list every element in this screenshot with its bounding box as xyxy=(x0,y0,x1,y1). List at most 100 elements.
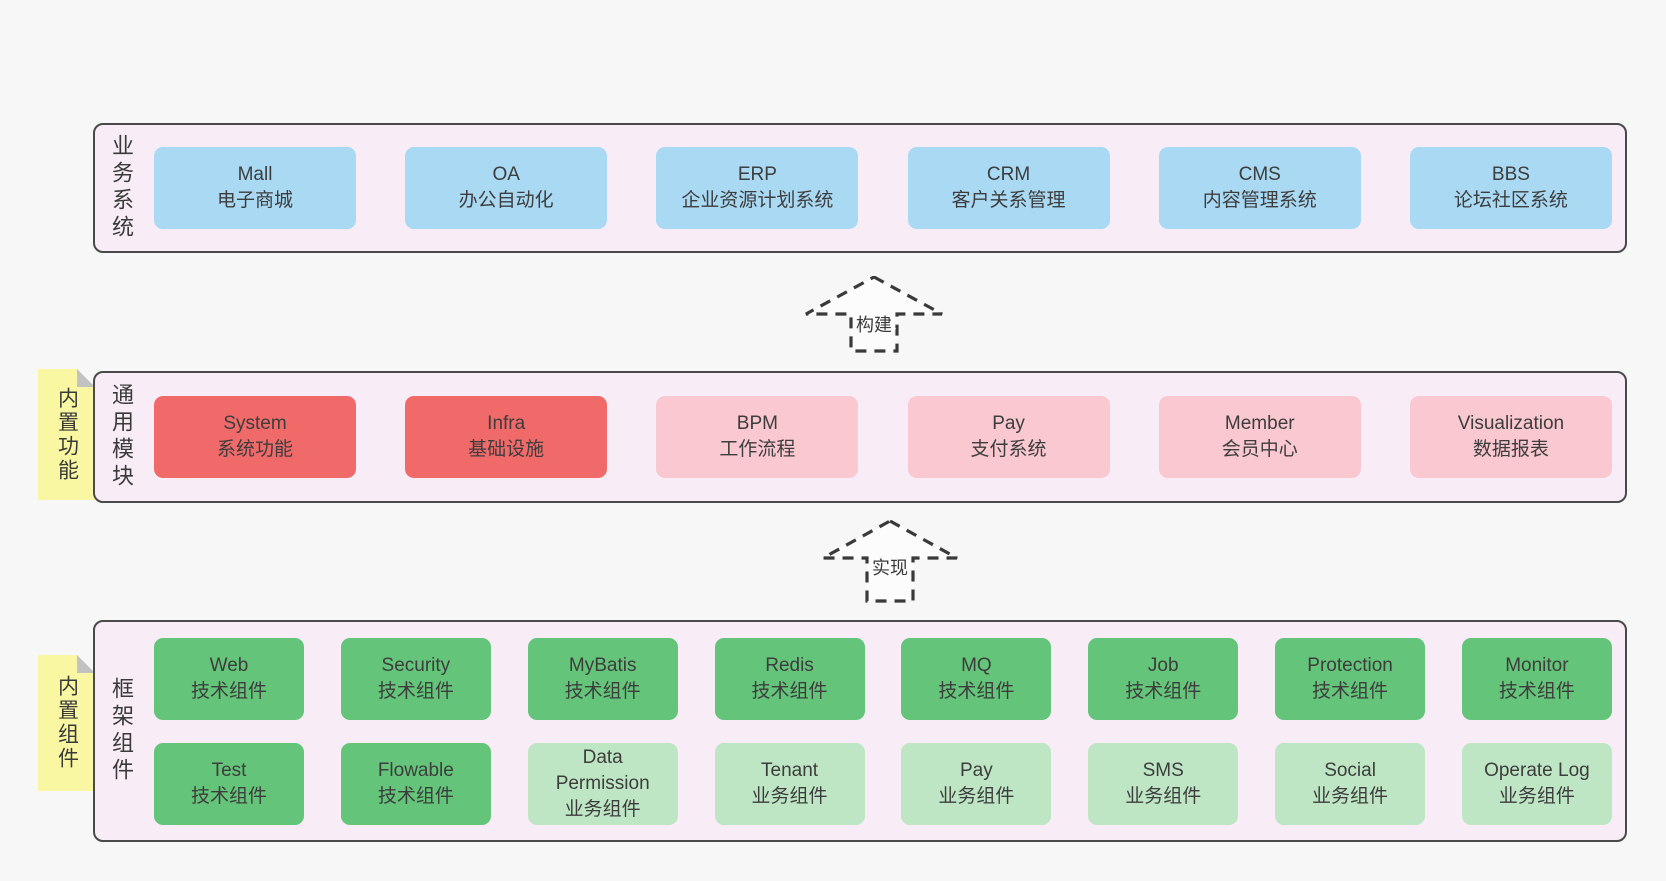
arrow-build: 构建 xyxy=(805,275,943,358)
band-label-business: 业务系统 xyxy=(95,125,147,251)
biz-components-row: Test 技术组件 Flowable 技术组件 Data Permission … xyxy=(154,742,1612,825)
arrow-label: 构建 xyxy=(856,315,892,335)
box-title: Monitor xyxy=(1505,654,1569,676)
box-title: Web xyxy=(209,654,249,676)
folded-corner-icon xyxy=(77,655,95,673)
box-sms: SMS 业务组件 xyxy=(1088,742,1239,825)
box-job: Job 技术组件 xyxy=(1088,637,1239,720)
box-title: BBS xyxy=(1491,164,1530,185)
box-subtitle: 技术组件 xyxy=(1312,680,1389,702)
band-label-text: 框架组件 xyxy=(109,677,134,785)
box-title: CMS xyxy=(1238,164,1281,185)
box-protection: Protection 技术组件 xyxy=(1275,637,1426,720)
box-oa: OA 办公自动化 xyxy=(405,147,608,229)
box-title: Pay xyxy=(992,413,1025,434)
band-label-modules: 通用模块 xyxy=(95,373,147,501)
box-subtitle: 业务组件 xyxy=(751,785,828,807)
box-web: Web 技术组件 xyxy=(154,637,304,720)
box-bpm: BPM 工作流程 xyxy=(656,396,859,478)
box-subtitle: 业务组件 xyxy=(1125,785,1202,807)
box-subtitle: 技术组件 xyxy=(377,785,454,807)
box-subtitle: 系统功能 xyxy=(216,439,293,460)
box-erp: ERP 企业资源计划系统 xyxy=(656,147,859,229)
box-title: Pay xyxy=(960,759,993,781)
box-title: Redis xyxy=(765,654,814,676)
box-title: Data Permission xyxy=(555,746,650,794)
box-subtitle: 电子商城 xyxy=(216,190,293,211)
business-systems-row: Mall 电子商城 OA 办公自动化 ERP 企业资源计划系统 CRM 客户关系… xyxy=(154,147,1612,229)
box-visualization: Visualization 数据报表 xyxy=(1409,396,1612,478)
box-title: Tenant xyxy=(761,759,819,781)
box-operate-log: Operate Log 业务组件 xyxy=(1461,742,1612,825)
box-title: BPM xyxy=(736,413,778,434)
band-framework-components: 框架组件 Web 技术组件 Security 技术组件 MyBatis 技术组件… xyxy=(93,620,1627,842)
sticky-label: 内置组件 xyxy=(55,675,79,771)
box-subtitle: 业务组件 xyxy=(938,785,1015,807)
box-title: Mall xyxy=(237,164,273,185)
arrow-implement: 实现 xyxy=(822,519,958,608)
box-crm: CRM 客户关系管理 xyxy=(907,147,1110,229)
box-title: SMS xyxy=(1142,759,1184,781)
common-modules-row: System 系统功能 Infra 基础设施 BPM 工作流程 Pay 支付系统… xyxy=(154,396,1612,478)
box-title: OA xyxy=(492,164,520,185)
box-subtitle: 内容管理系统 xyxy=(1202,190,1317,211)
box-subtitle: 企业资源计划系统 xyxy=(681,190,834,211)
box-title: System xyxy=(223,413,287,434)
box-title: Social xyxy=(1324,759,1376,781)
sticky-note-builtin-components: 内置组件 xyxy=(38,655,95,791)
box-subtitle: 论坛社区系统 xyxy=(1453,190,1568,211)
box-infra: Infra 基础设施 xyxy=(405,396,608,478)
sticky-label: 内置功能 xyxy=(55,386,79,483)
up-arrow-icon: 实现 xyxy=(822,519,958,603)
box-subtitle: 业务组件 xyxy=(1498,785,1575,807)
box-subtitle: 办公自动化 xyxy=(458,190,554,211)
box-tenant: Tenant 业务组件 xyxy=(714,742,865,825)
box-subtitle: 客户关系管理 xyxy=(951,190,1066,211)
box-title: ERP xyxy=(737,164,777,185)
box-bbs: BBS 论坛社区系统 xyxy=(1409,147,1612,229)
box-title: Flowable xyxy=(377,759,454,781)
box-subtitle: 技术组件 xyxy=(938,680,1015,702)
box-subtitle: 技术组件 xyxy=(564,680,641,702)
box-title: Operate Log xyxy=(1484,759,1590,781)
box-test: Test 技术组件 xyxy=(154,742,304,825)
box-pay-module: Pay 支付系统 xyxy=(907,396,1110,478)
box-title: Job xyxy=(1147,654,1179,676)
box-social: Social 业务组件 xyxy=(1275,742,1426,825)
band-business-systems: 业务系统 Mall 电子商城 OA 办公自动化 ERP 企业资源计划系统 CRM xyxy=(93,123,1627,253)
box-subtitle: 技术组件 xyxy=(1498,680,1575,702)
box-subtitle: 数据报表 xyxy=(1472,439,1549,460)
up-arrow-icon: 构建 xyxy=(805,275,943,353)
box-subtitle: 工作流程 xyxy=(719,439,796,460)
tech-components-row: Web 技术组件 Security 技术组件 MyBatis 技术组件 Redi… xyxy=(154,637,1612,720)
box-title: MQ xyxy=(961,654,992,676)
box-title: Visualization xyxy=(1457,413,1565,434)
box-monitor: Monitor 技术组件 xyxy=(1461,637,1612,720)
box-subtitle: 技术组件 xyxy=(1125,680,1202,702)
arrow-label: 实现 xyxy=(872,558,908,578)
box-pay-component: Pay 业务组件 xyxy=(901,742,1052,825)
band-label-text: 通用模块 xyxy=(109,383,134,491)
box-title: Protection xyxy=(1307,654,1393,676)
box-subtitle: 会员中心 xyxy=(1221,439,1298,460)
box-subtitle: 技术组件 xyxy=(190,785,267,807)
box-system: System 系统功能 xyxy=(154,396,356,478)
band-label-text: 业务系统 xyxy=(109,134,134,242)
box-subtitle: 业务组件 xyxy=(1312,785,1389,807)
box-subtitle: 技术组件 xyxy=(377,680,454,702)
box-title: Infra xyxy=(487,413,526,434)
box-subtitle: 业务组件 xyxy=(564,798,641,820)
box-subtitle: 技术组件 xyxy=(751,680,828,702)
box-member: Member 会员中心 xyxy=(1158,396,1361,478)
box-mall: Mall 电子商城 xyxy=(154,147,356,229)
box-subtitle: 技术组件 xyxy=(190,680,267,702)
box-title: MyBatis xyxy=(568,654,637,676)
box-cms: CMS 内容管理系统 xyxy=(1158,147,1361,229)
band-common-modules: 通用模块 System 系统功能 Infra 基础设施 BPM 工作流程 Pay xyxy=(93,371,1627,503)
box-title: Test xyxy=(211,759,247,781)
box-title: Member xyxy=(1224,413,1295,434)
folded-corner-icon xyxy=(77,369,95,387)
box-redis: Redis 技术组件 xyxy=(714,637,865,720)
box-subtitle: 支付系统 xyxy=(970,439,1047,460)
